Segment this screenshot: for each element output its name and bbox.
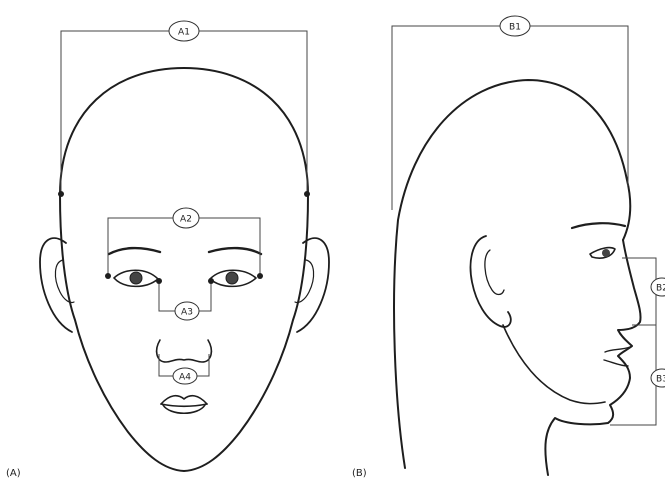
profile-ear-inner [485,250,504,295]
front-mouth-line [161,404,207,406]
front-head-outline [60,68,308,471]
a1-label: A1 [178,28,190,38]
a2-label: A2 [180,215,192,225]
b2-label: B2 [656,284,665,294]
panel-b-label: (B) [352,468,367,479]
front-nose [157,340,212,362]
profile-view: B1 B2 B3 (B) [352,16,665,479]
front-right-eyebrow [209,248,261,254]
a2-measurement: A2 [105,208,263,279]
front-left-eyebrow [109,248,160,254]
profile-ear [471,236,511,327]
front-left-iris [130,272,142,284]
a3-measurement: A3 [156,278,214,320]
profile-jaw-line [503,325,605,404]
front-upper-lip [161,396,207,404]
b3-label: B3 [656,375,665,385]
front-view: A1 A2 A3 A4 (A) [6,21,329,479]
a1-measurement: A1 [58,21,310,197]
b3-measurement: B3 [610,325,665,425]
profile-head-outline [394,80,630,468]
profile-iris [602,249,610,257]
a4-measurement: A4 [159,354,209,384]
front-right-iris [226,272,238,284]
panel-a-label: (A) [6,468,21,479]
a3-label: A3 [181,308,193,318]
a4-label: A4 [179,373,191,383]
profile-eyebrow [572,223,625,228]
profile-face-outline [545,240,640,475]
b1-label: B1 [509,23,521,33]
b1-measurement: B1 [392,16,628,210]
